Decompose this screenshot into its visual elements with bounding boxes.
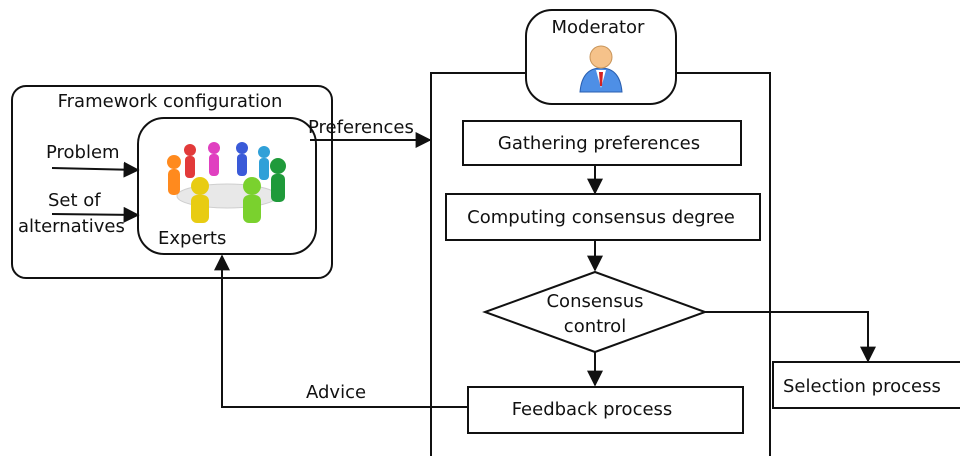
experts-label: Experts <box>158 228 226 249</box>
selection-process-label: Selection process <box>783 376 941 397</box>
gathering-preferences-label: Gathering preferences <box>498 133 700 154</box>
problem-arrow <box>51 161 140 178</box>
preferences-label: Preferences <box>308 117 414 138</box>
selection-process-box <box>772 361 960 409</box>
framework-configuration-label: Framework configuration <box>58 91 283 112</box>
gathering-preferences-box <box>462 120 742 166</box>
consensus-control-line2: control <box>564 316 626 337</box>
alternatives-arrow <box>51 206 140 223</box>
moderator-person-icon <box>579 45 623 93</box>
feedback-process-label: Feedback process <box>512 399 673 420</box>
set-of-label: Set of <box>48 190 101 211</box>
computing-consensus-box <box>445 193 761 241</box>
advice-label: Advice <box>306 382 366 403</box>
alternatives-label: alternatives <box>18 216 125 237</box>
moderator-label: Moderator <box>552 17 646 38</box>
problem-label: Problem <box>46 142 120 163</box>
computing-consensus-label: Computing consensus degree <box>467 207 735 228</box>
people-meeting-icon <box>167 142 286 223</box>
consensus-control-line1: Consensus <box>546 291 643 312</box>
feedback-process-box <box>467 386 744 434</box>
selection-arrow <box>705 311 876 363</box>
advice-arrow <box>214 254 468 408</box>
